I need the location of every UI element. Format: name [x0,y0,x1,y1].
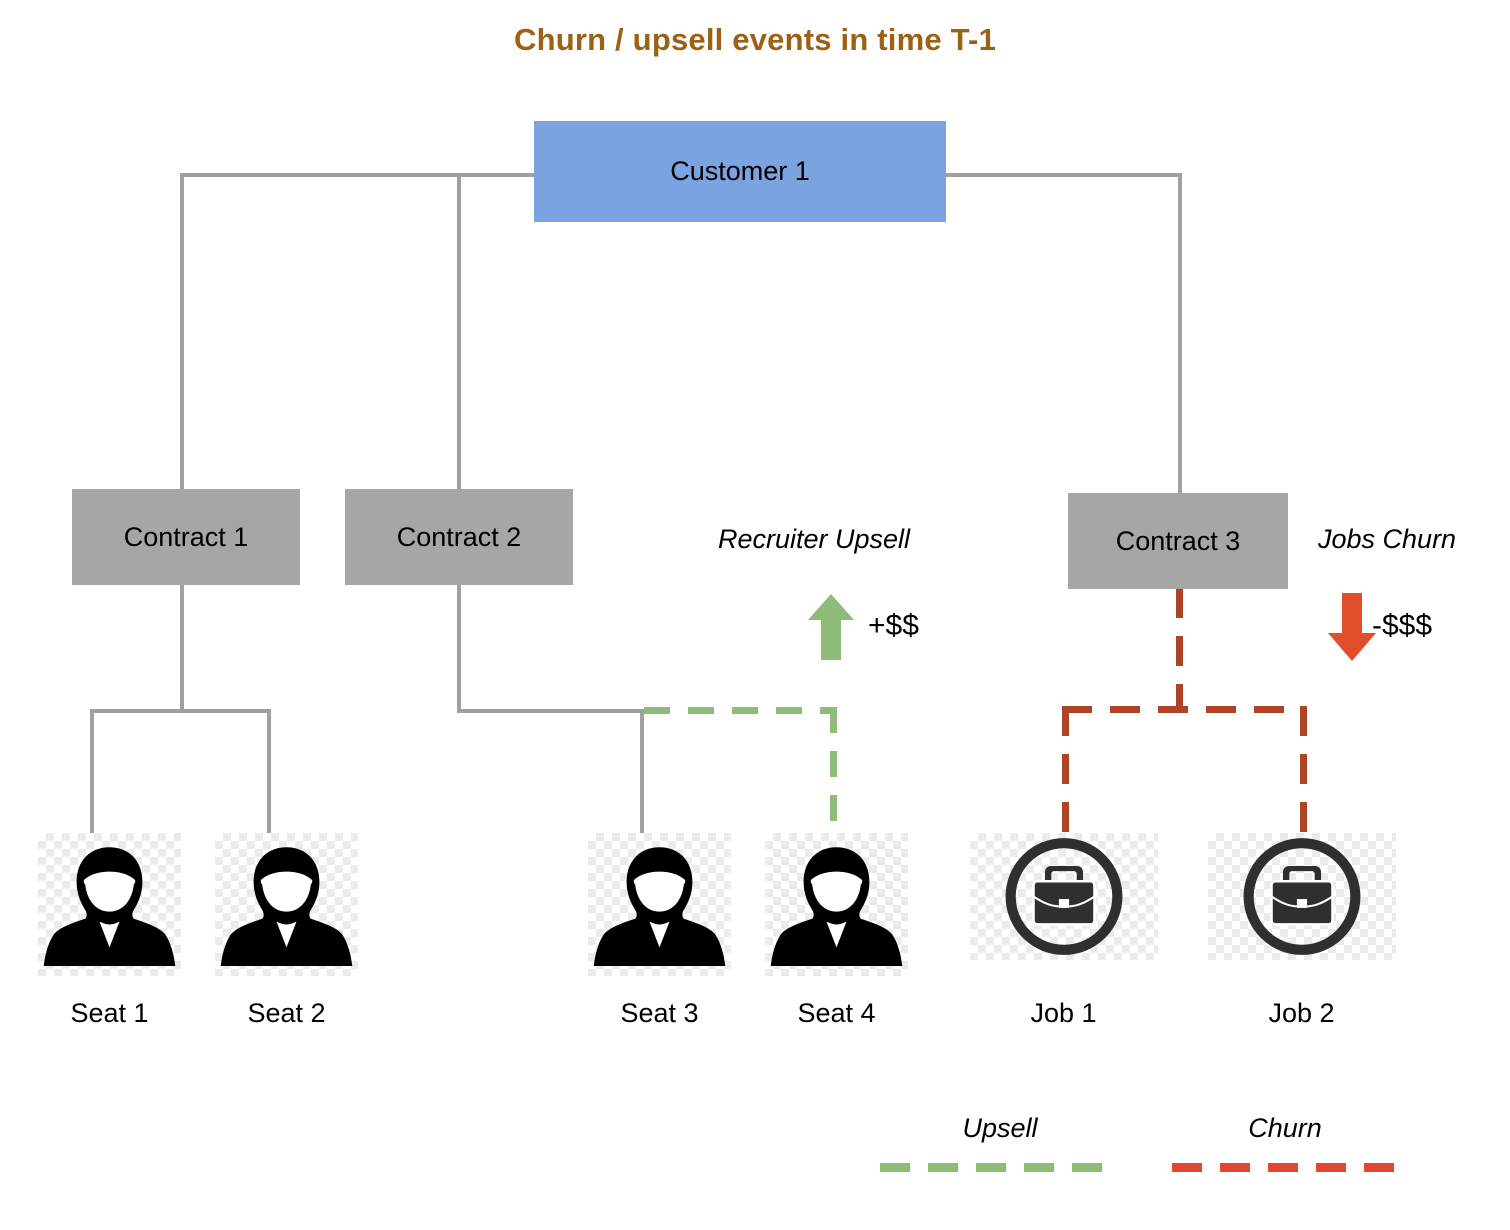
job-1-icon-tile[interactable] [970,833,1158,960]
churn-amount: -$$$ [1372,609,1433,642]
connector-contract2-bus [457,709,644,713]
seat-1-label: Seat 1 [70,998,149,1028]
person-icon [593,847,726,966]
seat-3-icon-tile[interactable] [588,833,731,976]
upsell-dashed-horizontal [644,707,836,714]
connector-contract1-bus [90,709,271,713]
seat-1-icon-tile[interactable] [38,833,181,976]
churn-dashed-stem [1176,588,1183,712]
briefcase-circle-icon [1005,838,1123,955]
job-2-label: Job 2 [1268,998,1335,1028]
node-contract-3[interactable]: Contract 3 [1068,493,1288,589]
connector-customer-left-horizontal [180,173,536,177]
connector-contract1-to-seat1 [90,709,94,834]
recruiter-upsell-label: Recruiter Upsell [718,524,911,554]
arrow-up-icon [808,594,854,660]
person-icon [770,847,903,966]
job-2-icon-tile[interactable] [1208,833,1396,960]
node-customer-1[interactable]: Customer 1 [534,121,946,222]
upsell-amount: +$$ [868,609,919,642]
node-contract-1-label: Contract 1 [123,521,249,552]
connector-customer-to-contract1 [180,173,184,491]
connector-customer-right-horizontal [946,173,1182,177]
connector-contract2-stem [457,585,461,713]
legend-churn-label: Churn [1248,1113,1322,1143]
arrow-down-icon [1328,593,1376,661]
connector-contract1-stem [180,585,184,713]
churn-dashed-to-job1 [1062,706,1069,836]
jobs-churn-label: Jobs Churn [1318,524,1457,554]
legend-churn-swatch [1172,1163,1406,1172]
job-1-label: Job 1 [1030,998,1097,1028]
diagram-title: Churn / upsell events in time T-1 [513,22,997,57]
seat-4-icon-tile[interactable] [765,833,908,976]
node-contract-1[interactable]: Contract 1 [72,489,300,585]
seat-3-label: Seat 3 [620,998,699,1028]
connector-customer-to-contract2 [457,173,461,491]
connector-contract1-to-seat2 [267,709,271,834]
node-customer-1-label: Customer 1 [670,156,810,186]
seat-2-icon-tile[interactable] [215,833,358,976]
node-contract-2-label: Contract 2 [396,521,522,552]
churn-dashed-bus [1062,706,1307,713]
seat-2-label: Seat 2 [247,998,326,1028]
legend-upsell-swatch [880,1163,1120,1172]
person-icon [43,847,176,966]
briefcase-circle-icon [1243,838,1361,955]
node-contract-2[interactable]: Contract 2 [345,489,573,585]
node-contract-3-label: Contract 3 [1115,525,1241,556]
upsell-dashed-vertical-to-seat4 [830,707,837,836]
legend-upsell-label: Upsell [962,1113,1038,1143]
seat-4-label: Seat 4 [797,998,876,1028]
churn-dashed-to-job2 [1300,706,1307,836]
connector-customer-to-contract3 [1178,173,1182,493]
person-icon [220,847,353,966]
connector-contract2-to-seat3 [640,709,644,834]
